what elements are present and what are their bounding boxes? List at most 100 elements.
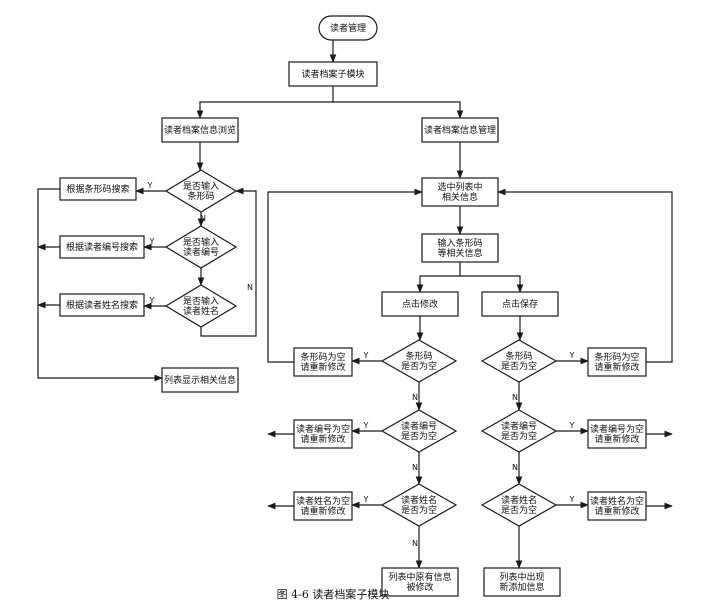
edge-line	[196, 86, 334, 119]
edge-d-number-to-s-number: Y	[143, 237, 166, 251]
process-shape	[59, 235, 145, 259]
edge-s-e-barcode-to-select	[497, 188, 673, 363]
edge-line	[37, 188, 163, 382]
process-shape	[587, 491, 647, 521]
node-label: 读者编号为空	[296, 423, 350, 435]
edge-input-to-modify	[416, 262, 461, 293]
edge-d-name-to-d-barcode: N	[200, 187, 257, 337]
node-label: 根据条形码搜索	[66, 183, 129, 195]
process-shape	[481, 291, 559, 317]
node-label: 读者姓名	[183, 305, 219, 317]
edge-label: N	[412, 393, 418, 402]
node-label: 点击修改	[402, 298, 438, 310]
process-shape	[293, 419, 353, 449]
node-label: 是否为空	[501, 360, 537, 372]
node-label: 读者编号	[401, 420, 437, 432]
node-label: 是否为空	[401, 430, 437, 442]
decision-shape	[164, 169, 238, 213]
node-label: 读者编号	[501, 420, 537, 432]
node-label: 是否为空	[401, 504, 437, 516]
edge-label: Y	[569, 495, 575, 504]
process-shape	[421, 117, 499, 143]
edge-input-to-save	[460, 275, 524, 293]
node-label: 列表中出现	[499, 571, 544, 583]
edge-line	[200, 187, 257, 337]
edge-line	[460, 275, 524, 293]
edge-d-name-to-s-name: Y	[143, 296, 166, 310]
node-label: 读者姓名	[501, 494, 537, 506]
decision-shape	[164, 225, 238, 269]
edge-module-to-browse	[196, 86, 334, 119]
process-shape	[59, 177, 137, 201]
process-shape	[421, 233, 499, 263]
node-label: 根据读者姓名搜索	[66, 299, 138, 311]
process-shape	[161, 117, 239, 143]
node-label: 读者姓名	[401, 494, 437, 506]
node-label: 条形码为空	[594, 351, 639, 363]
node-label: 是否为空	[501, 430, 537, 442]
edge-s-d-barcode-to-s-d-number: N	[512, 382, 523, 411]
node-label: 读者姓名为空	[590, 495, 644, 507]
edge-s-d-number-to-s-d-name: N	[512, 452, 523, 485]
edge-m-d-number-to-m-e-number: Y	[351, 421, 382, 435]
node-label: 根据读者编号搜索	[66, 241, 138, 253]
node-list-show: 列表显示相关信息	[161, 367, 239, 393]
edge-m-d-name-to-m-e-name: Y	[351, 495, 382, 509]
node-label: 是否为空	[401, 360, 437, 372]
node-label: 被修改	[406, 581, 433, 593]
node-label: 输入条形码	[437, 237, 482, 249]
node-label: 读者编号	[183, 246, 219, 258]
process-shape	[381, 567, 459, 597]
process-shape	[293, 347, 353, 377]
process-shape	[381, 291, 459, 317]
node-label: 条形码	[405, 350, 432, 362]
node-label: 是否输入	[183, 180, 219, 192]
node-label: 请重新修改	[594, 505, 639, 517]
edge-label: N	[412, 463, 418, 472]
edge-label: Y	[569, 351, 575, 360]
edge-s-d-barcode-to-s-e-barcode: Y	[556, 351, 589, 365]
edge-label: Y	[363, 495, 369, 504]
edge-m-d-barcode-to-m-e-barcode: Y	[351, 351, 382, 365]
node-label: 读者档案子模块	[301, 68, 364, 80]
edge-label: N	[512, 393, 518, 402]
node-save: 点击保存	[481, 291, 559, 317]
node-label: 列表显示相关信息	[164, 374, 236, 386]
node-label: 读者档案信息浏览	[164, 124, 236, 136]
process-shape	[288, 61, 378, 87]
edge-line	[333, 101, 464, 119]
decision-shape	[380, 409, 458, 453]
decision-shape	[480, 483, 558, 527]
decision-shape	[380, 483, 458, 527]
edge-s-d-number-to-s-e-number: Y	[556, 421, 589, 435]
node-label: 是否为空	[501, 504, 537, 516]
node-label: 请重新修改	[594, 361, 639, 373]
node-label: 等相关信息	[437, 247, 482, 259]
edge-s-barcode-to-list-show	[37, 188, 163, 382]
node-start: 读者管理	[318, 15, 378, 41]
node-label: 选中列表中	[437, 181, 482, 193]
node-label: 请重新修改	[594, 433, 639, 445]
process-shape	[587, 419, 647, 449]
node-label: 读者档案信息管理	[424, 124, 496, 136]
edge-label: N	[412, 539, 418, 548]
edge-line	[497, 188, 673, 363]
node-label: 条形码	[505, 350, 532, 362]
node-modify: 点击修改	[381, 291, 459, 317]
edge-label: Y	[363, 421, 369, 430]
edge-label: Y	[149, 296, 155, 305]
node-module: 读者档案子模块	[288, 61, 378, 87]
edge-d-barcode-to-d-number: N	[197, 212, 206, 227]
node-label: 请重新修改	[300, 361, 345, 373]
decision-shape	[164, 284, 238, 328]
process-shape	[483, 567, 561, 597]
